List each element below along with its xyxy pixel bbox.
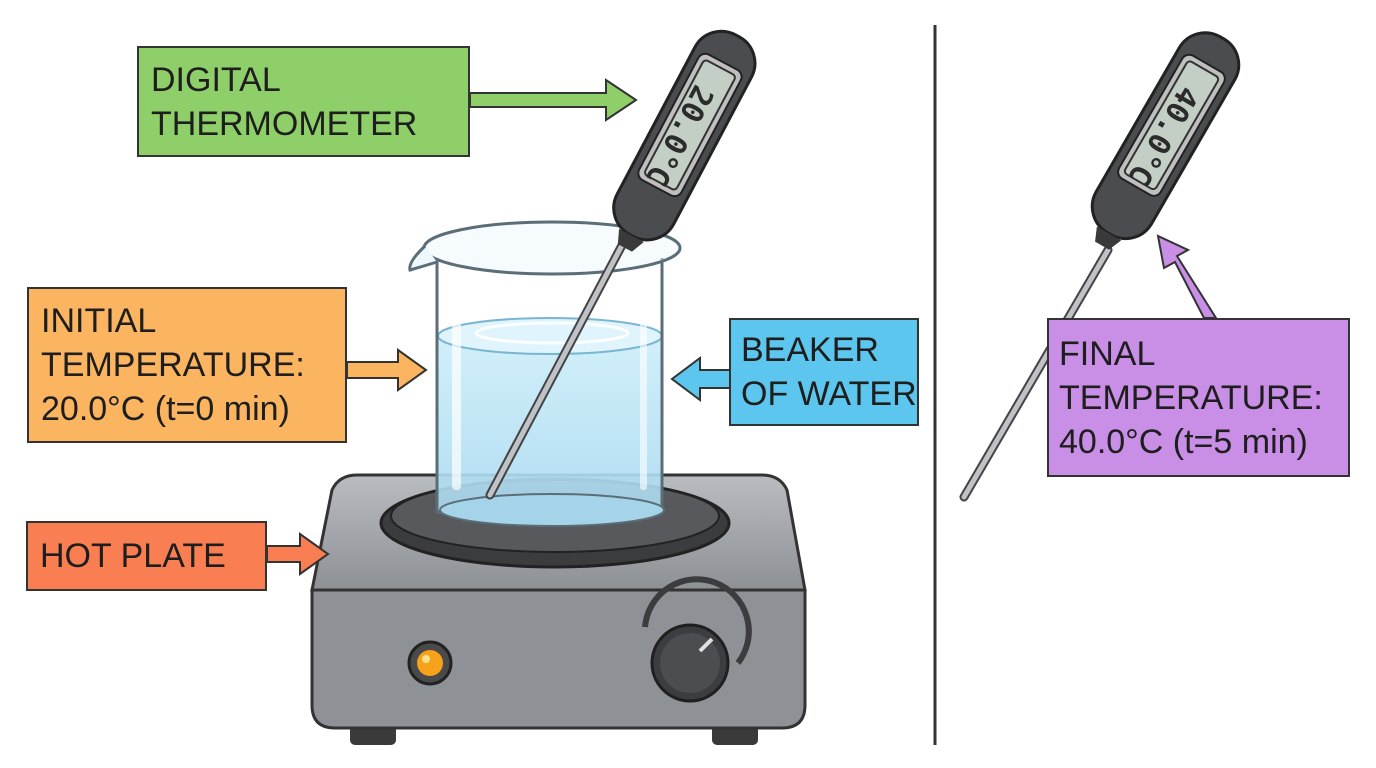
label-digital-thermometer-line-2: THERMOMETER (151, 104, 418, 143)
label-hot-plate: HOT PLATE (26, 521, 267, 591)
label-beaker-of-water-line-1: BEAKER (741, 331, 879, 369)
digital-thermometer-right: 40.0°C (959, 31, 1241, 502)
arrow-beaker (670, 356, 731, 402)
label-initial-temperature-line-2: TEMPERATURE: (41, 346, 305, 384)
beaker-of-water (408, 220, 682, 527)
label-final-temperature: FINAL TEMPERATURE: 40.0°C (t=5 min) (1047, 318, 1350, 477)
label-final-temperature-line-3: 40.0°C (t=5 min) (1059, 422, 1308, 461)
label-initial-temperature: INITIAL TEMPERATURE: 20.0°C (t=0 min) (27, 287, 347, 443)
label-digital-thermometer-line-1: DIGITAL (151, 60, 281, 99)
label-beaker-of-water: BEAKER OF WATER (729, 318, 919, 426)
indicator-light-icon (407, 640, 453, 686)
label-final-temperature-line-2: TEMPERATURE: (1059, 378, 1323, 417)
label-beaker-of-water-line-2: OF WATER (741, 375, 917, 413)
arrow-hot-plate (266, 532, 330, 576)
label-digital-thermometer: DIGITAL THERMOMETER (137, 46, 470, 157)
label-final-temperature-line-1: FINAL (1059, 334, 1156, 373)
arrow-final-temperature (1156, 234, 1218, 319)
arrow-thermometer (469, 78, 638, 122)
control-knob-icon (642, 576, 752, 703)
label-initial-temperature-line-1: INITIAL (41, 302, 157, 340)
label-hot-plate-line-1: HOT PLATE (40, 537, 226, 575)
arrow-initial-temperature (346, 348, 428, 392)
label-initial-temperature-line-3: 20.0°C (t=0 min) (41, 390, 290, 428)
